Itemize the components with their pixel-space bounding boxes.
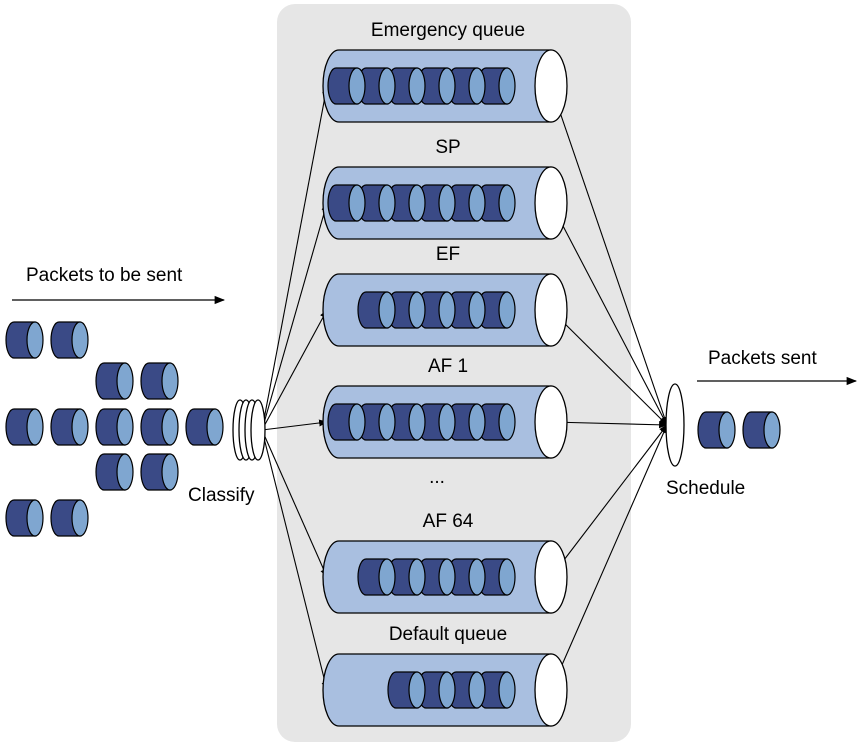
queue-ef — [322, 273, 568, 347]
queue-packet — [417, 291, 456, 329]
schedule-arrow — [550, 85, 668, 426]
queue-packet — [387, 67, 426, 105]
queue-packet — [477, 558, 516, 596]
incoming-packet — [5, 321, 44, 359]
outgoing-packet — [742, 411, 781, 449]
queue-packet — [357, 403, 396, 441]
classify-arrow — [261, 202, 329, 431]
queue-end — [534, 385, 568, 459]
queue-packet — [417, 671, 456, 709]
incoming-packets — [5, 321, 224, 537]
queue-label-emergency: Emergency queue — [371, 20, 525, 41]
incoming-packet — [140, 453, 179, 491]
schedule-arrow — [550, 421, 668, 429]
queue-packet — [477, 403, 516, 441]
queue-label-default: Default queue — [389, 624, 507, 645]
schedule-arrow — [550, 424, 668, 578]
queue-emergency — [322, 49, 568, 123]
incoming-packet — [50, 499, 89, 537]
packets-to-be-sent-label: Packets to be sent — [26, 265, 183, 286]
classify-arrow — [261, 429, 329, 691]
queue-packet — [447, 558, 486, 596]
flow-arrows — [261, 85, 668, 691]
queue-end — [534, 273, 568, 347]
queue-end — [534, 166, 568, 240]
queue-packet — [447, 184, 486, 222]
classify-arrow — [261, 85, 329, 431]
queue-packet — [447, 671, 486, 709]
incoming-packet — [5, 408, 44, 446]
queue-packet — [357, 558, 396, 596]
queue-packet — [387, 184, 426, 222]
queue-label-af1: AF 1 — [428, 356, 468, 377]
incoming-packet — [50, 408, 89, 446]
queue-sp — [322, 166, 568, 240]
schedule-label: Schedule — [666, 478, 745, 499]
queue-packet — [477, 671, 516, 709]
incoming-packet — [95, 408, 134, 446]
incoming-packet — [140, 408, 179, 446]
queue-end — [534, 540, 568, 614]
queue-end — [534, 49, 568, 123]
outgoing-packet — [697, 411, 736, 449]
incoming-packet — [140, 362, 179, 400]
schedule-arrow — [550, 424, 668, 691]
classify-label: Classify — [188, 485, 255, 506]
queue-label-af64: AF 64 — [423, 511, 474, 532]
queue-default — [322, 653, 568, 727]
incoming-packet — [185, 408, 224, 446]
queue-packet — [387, 291, 426, 329]
queue-packet — [477, 67, 516, 105]
queue-packet — [387, 558, 426, 596]
packets-sent-label: Packets sent — [708, 348, 817, 369]
ellipsis-label: ... — [429, 467, 445, 488]
queue-packet — [477, 184, 516, 222]
queue-packet — [417, 558, 456, 596]
queue-packet — [387, 671, 426, 709]
queue-packet — [327, 403, 366, 441]
schedule-arrow — [550, 309, 668, 426]
queues — [322, 49, 568, 727]
queue-end — [534, 653, 568, 727]
queue-packet — [417, 67, 456, 105]
incoming-packet — [5, 499, 44, 537]
queue-packet — [357, 291, 396, 329]
incoming-packet — [50, 321, 89, 359]
queue-packet — [447, 291, 486, 329]
classify-arrow — [261, 429, 328, 578]
queue-label-sp: SP — [435, 137, 460, 158]
queue-packet — [387, 403, 426, 441]
queue-packet — [477, 291, 516, 329]
queue-packet — [327, 67, 366, 105]
classify-arrow — [261, 309, 328, 431]
classify-arrow — [261, 419, 328, 431]
queue-packet — [447, 403, 486, 441]
classifier-icon — [232, 399, 266, 461]
queue-af1 — [322, 385, 568, 459]
queue-packet — [327, 184, 366, 222]
queue-af64 — [322, 540, 568, 614]
queue-label-ef: EF — [436, 244, 460, 265]
queue-packet — [357, 67, 396, 105]
scheduler-icon — [665, 383, 685, 467]
outgoing-packets — [697, 411, 781, 449]
schedule-arrow — [550, 202, 668, 426]
incoming-packet — [95, 362, 134, 400]
incoming-packet — [95, 453, 134, 491]
